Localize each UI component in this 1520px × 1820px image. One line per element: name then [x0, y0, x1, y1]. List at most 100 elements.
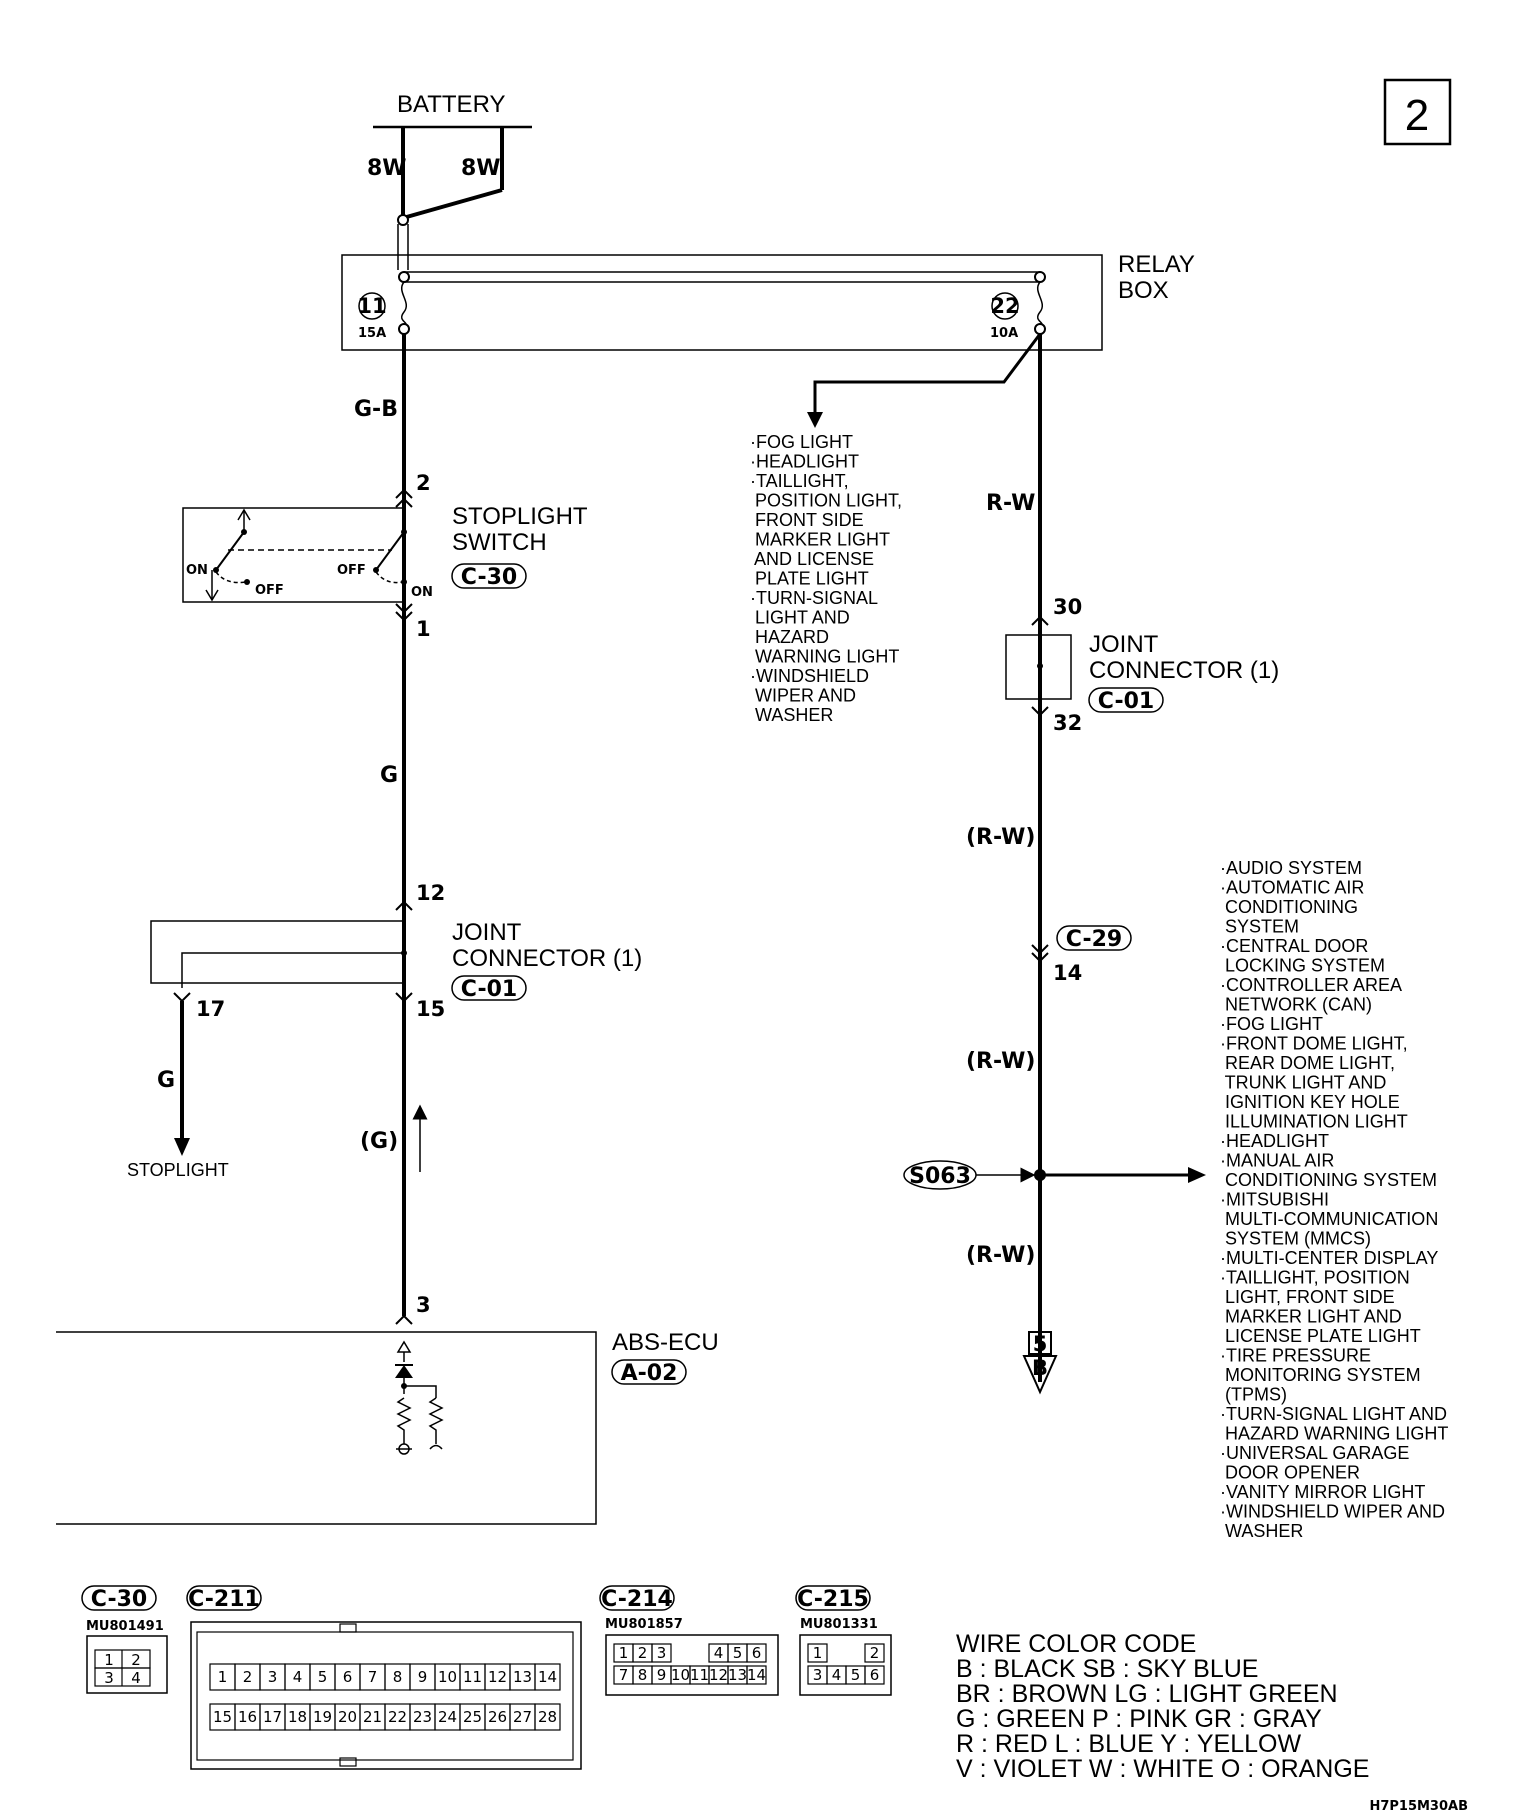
- splice-load-item: ·TURN-SIGNAL LIGHT AND: [1220, 1404, 1447, 1424]
- splice-load-item: LOCKING SYSTEM: [1220, 956, 1385, 976]
- c211-row2-cell-label: 28: [538, 1708, 557, 1726]
- wire-color-code-line-1: B : BLACK SB : SKY BLUE: [956, 1655, 1258, 1683]
- c214-row1-cell: [746, 1643, 767, 1663]
- pin-3: 3: [416, 1293, 431, 1317]
- splice-load-item: DOOR OPENER: [1220, 1463, 1360, 1483]
- fuse-11-number: 11: [357, 294, 386, 318]
- c215-part: MU801331: [800, 1617, 878, 1632]
- splice-load-item: ·MULTI-CENTER DISPLAY: [1220, 1248, 1438, 1268]
- splice-load-item: WASHER: [1220, 1521, 1303, 1541]
- pin-17: 17: [196, 997, 225, 1021]
- c211-row1-cell-label: 11: [463, 1668, 482, 1686]
- c30-name: C-30: [91, 1587, 147, 1612]
- c214-row2-cell-label: 8: [638, 1666, 648, 1684]
- c214-row1-cell-label: 4: [714, 1644, 724, 1662]
- c211-name: C-211: [188, 1587, 260, 1612]
- c211-row1-cell-label: 2: [243, 1668, 253, 1686]
- joint-left-connector: C-01: [461, 977, 517, 1002]
- wire-color-r-w-paren-2: (R-W): [966, 1049, 1035, 1074]
- c211-row1-cell-label: 5: [318, 1668, 328, 1686]
- wire-color-r-w: R-W: [986, 491, 1035, 516]
- fuse-22-load-item: ·HEADLIGHT: [750, 452, 859, 472]
- fuse-22-load-item: POSITION LIGHT,: [750, 491, 902, 511]
- switch-on-right: ON: [411, 585, 433, 600]
- figure-code: H7P15M30AB: [1369, 1799, 1468, 1814]
- splice-load-item: MONITORING SYSTEM: [1220, 1365, 1421, 1385]
- c30-part: MU801491: [86, 1619, 164, 1634]
- c211-row1-cell-label: 14: [538, 1668, 557, 1686]
- c214-row2-cell-label: 12: [709, 1666, 728, 1684]
- wire-color-code: WIRE COLOR CODE B : BLACK SB : SKY BLUE …: [956, 1630, 1369, 1783]
- ref-box-5: 5: [1033, 1332, 1048, 1356]
- splice-load-item: HAZARD WARNING LIGHT: [1220, 1424, 1448, 1444]
- fuse-22-load-item: AND LICENSE: [750, 549, 874, 569]
- splice-load-item: NETWORK (CAN): [1220, 995, 1372, 1015]
- c211-row2-cell-label: 19: [313, 1708, 332, 1726]
- c215-row2-cell-label: 5: [851, 1666, 861, 1684]
- c215-row1-cell: [807, 1643, 828, 1663]
- fuse-22-load-list: ·FOG LIGHT·HEADLIGHT·TAILLIGHT, POSITION…: [750, 432, 902, 725]
- c30-cell-4: 4: [131, 1669, 141, 1687]
- fuse-22-load-item: ·FOG LIGHT: [750, 432, 853, 452]
- c211-row2-cell: [534, 1703, 561, 1731]
- ref-arrow-b: B: [1032, 1356, 1048, 1380]
- fuse-22-number: 22: [990, 294, 1019, 318]
- abs-ecu-connector: A-02: [621, 1361, 678, 1386]
- relay-box-label-2: BOX: [1118, 277, 1169, 304]
- wire-color-code-line-5: V : VIOLET W : WHITE O : ORANGE: [956, 1755, 1369, 1783]
- joint-right-label-1: JOINT: [1089, 631, 1159, 658]
- left-circuit: G-B 2: [354, 334, 431, 1316]
- splice-load-item: ·UNIVERSAL GARAGE: [1220, 1443, 1409, 1463]
- wire-color-r-w-paren-3: (R-W): [966, 1243, 1035, 1268]
- c211-row1-cell-label: 6: [343, 1668, 353, 1686]
- c214-row2-cell-label: 14: [747, 1666, 766, 1684]
- wire-color-code-line-2: BR : BROWN LG : LIGHT GREEN: [956, 1680, 1338, 1708]
- joint-right-connector: C-01: [1098, 689, 1154, 714]
- pin-2: 2: [416, 471, 431, 495]
- c211-row2-cell-label: 17: [263, 1708, 282, 1726]
- splice-load-item: ·MANUAL AIR: [1220, 1151, 1334, 1171]
- c30-cell-3: 3: [104, 1669, 114, 1687]
- splice-load-item: MARKER LIGHT AND: [1220, 1307, 1402, 1327]
- splice-load-item: ·AUTOMATIC AIR: [1220, 878, 1364, 898]
- right-circuit: R-W 30 JOINT CONNECTOR (1) C-01 32 (R-W)…: [903, 334, 1448, 1541]
- wire-color-code-line-4: R : RED L : BLUE Y : YELLOW: [956, 1730, 1301, 1758]
- splice-load-item: IGNITION KEY HOLE: [1220, 1092, 1400, 1112]
- c211-row2-cell-label: 15: [213, 1708, 232, 1726]
- c211-row1-cell: [534, 1663, 561, 1691]
- splice-load-item: SYSTEM (MMCS): [1220, 1229, 1371, 1249]
- splice-load-item: ·AUDIO SYSTEM: [1220, 858, 1362, 878]
- wire-color-g-b: G-B: [354, 397, 398, 422]
- c214-name: C-214: [601, 1587, 673, 1612]
- c211-row1-cell-label: 8: [393, 1668, 403, 1686]
- splice-load-item: ILLUMINATION LIGHT: [1220, 1112, 1408, 1132]
- c214-row1-cell: [651, 1643, 672, 1663]
- splice-load-item: ·VANITY MIRROR LIGHT: [1220, 1482, 1425, 1502]
- c30-cell-1: 1: [104, 1651, 114, 1669]
- wire-color-8w-left: 8W: [367, 156, 407, 181]
- c214-part: MU801857: [605, 1617, 683, 1632]
- splice-load-item: ·WINDSHIELD WIPER AND: [1220, 1502, 1445, 1522]
- splice-load-item: ·FRONT DOME LIGHT,: [1220, 1034, 1408, 1054]
- fuse-22-load-item: WASHER: [750, 705, 833, 725]
- c211-row2-cell-label: 25: [463, 1708, 482, 1726]
- c214-row2-cell-label: 7: [619, 1666, 629, 1684]
- splice-load-item: ·HEADLIGHT: [1220, 1131, 1329, 1151]
- fuse-22-load-item: MARKER LIGHT: [750, 530, 890, 550]
- splice-load-item: ·MITSUBISHI: [1220, 1190, 1329, 1210]
- c211-row1-cell-label: 10: [438, 1668, 457, 1686]
- fuse-22-load-item: WIPER AND: [750, 686, 856, 706]
- c214-row1-cell-label: 3: [657, 1644, 667, 1662]
- splice-load-list: ·AUDIO SYSTEM·AUTOMATIC AIR CONDITIONING…: [1220, 858, 1448, 1541]
- fuse-22-load-item: ·TURN-SIGNAL: [750, 588, 878, 608]
- c215-row1-cell-label: 1: [813, 1644, 823, 1662]
- page-number: 2: [1405, 91, 1429, 140]
- c215-row2-cell-label: 6: [870, 1666, 880, 1684]
- c211-row1-cell-label: 12: [488, 1668, 507, 1686]
- stoplight-label: STOPLIGHT: [127, 1160, 229, 1180]
- fuse-22-load-item: ·TAILLIGHT,: [750, 471, 849, 491]
- switch-on-left: ON: [186, 563, 208, 578]
